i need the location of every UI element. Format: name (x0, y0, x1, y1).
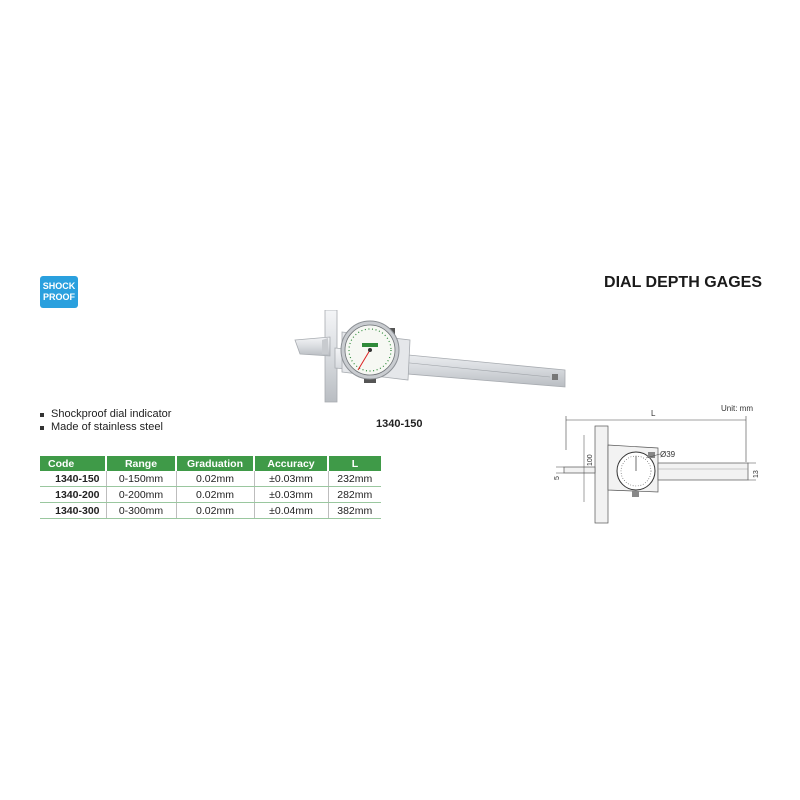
label-13: 13 (753, 470, 760, 478)
table-row: 1340-300 0-300mm 0.02mm ±0.04mm 382mm (40, 502, 381, 519)
cell-code: 1340-300 (40, 502, 107, 519)
table-header-row: Code Range Graduation Accuracy L (40, 456, 381, 471)
cell-graduation: 0.02mm (176, 486, 255, 503)
shockproof-badge: SHOCK PROOF (40, 276, 78, 308)
unit-label: Unit: mm (721, 404, 753, 413)
table-row: 1340-200 0-200mm 0.02mm ±0.03mm 282mm (40, 486, 381, 503)
feature-list: Shockproof dial indicator Made of stainl… (40, 408, 171, 434)
bullet-icon (40, 412, 44, 417)
header-range: Range (106, 456, 177, 471)
page-title: DIAL DEPTH GAGES (604, 274, 762, 291)
table-row: 1340-150 0-150mm 0.02mm ±0.03mm 232mm (40, 471, 381, 487)
badge-line-2: PROOF (42, 292, 75, 302)
product-image (294, 310, 566, 403)
dimension-diagram: L Ø39 100 5 13 (554, 409, 760, 524)
cell-graduation: 0.02mm (176, 502, 255, 519)
cell-range: 0-150mm (106, 471, 177, 487)
feature-item: Made of stainless steel (40, 421, 171, 434)
feature-text: Shockproof dial indicator (51, 408, 172, 420)
header-graduation: Graduation (176, 456, 255, 471)
cell-accuracy: ±0.03mm (254, 471, 329, 487)
cell-l: 382mm (328, 502, 381, 519)
spec-table: Code Range Graduation Accuracy L 1340-15… (40, 456, 381, 519)
cell-code: 1340-150 (40, 471, 107, 487)
cell-l: 232mm (328, 471, 381, 487)
bullet-icon (40, 425, 44, 430)
product-caption: 1340-150 (376, 418, 423, 430)
cell-accuracy: ±0.03mm (254, 486, 329, 503)
cell-l: 282mm (328, 486, 381, 503)
label-100: 100 (587, 454, 594, 466)
label-5: 5 (554, 476, 561, 480)
header-accuracy: Accuracy (254, 456, 329, 471)
label-l: L (651, 409, 656, 418)
feature-text: Made of stainless steel (51, 421, 163, 433)
cell-code: 1340-200 (40, 486, 107, 503)
label-diameter: Ø39 (660, 450, 676, 459)
feature-item: Shockproof dial indicator (40, 408, 171, 421)
cell-accuracy: ±0.04mm (254, 502, 329, 519)
cell-range: 0-300mm (106, 502, 177, 519)
header-code: Code (40, 456, 107, 471)
badge-line-1: SHOCK (42, 281, 76, 291)
cell-graduation: 0.02mm (176, 471, 255, 487)
header-l: L (328, 456, 381, 471)
cell-range: 0-200mm (106, 486, 177, 503)
